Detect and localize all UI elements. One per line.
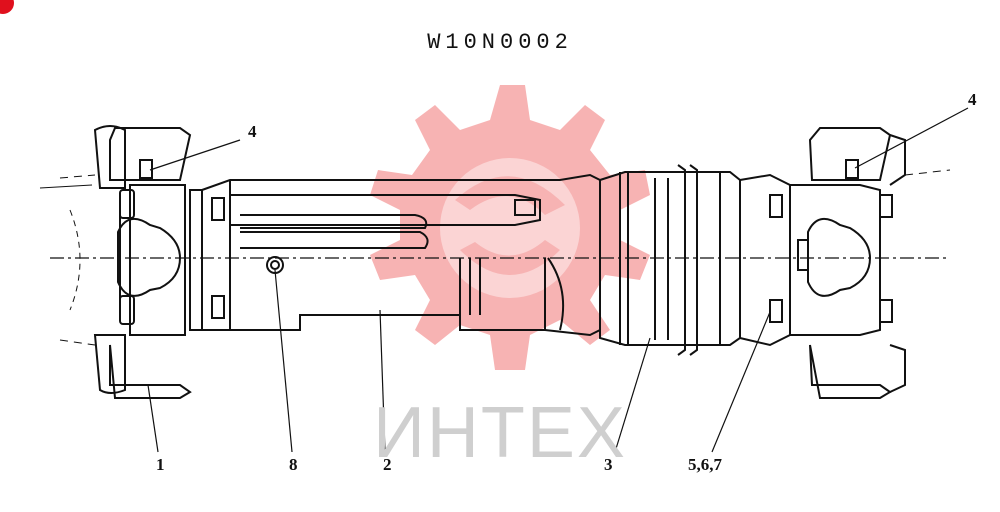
left-yoke: [39, 125, 225, 399]
callout-part-4-left: 4: [248, 122, 257, 141]
drawing-code: W10N0002: [427, 30, 573, 55]
callout-part-4-right: 4: [968, 90, 977, 109]
watermark-text: ИНТЕХ: [373, 393, 627, 473]
callout-part-1: 1: [156, 455, 165, 474]
right-yoke: [769, 127, 951, 399]
callout-part-2: 2: [383, 455, 392, 474]
slip-yoke-tube: [201, 173, 601, 337]
leader-lines: [147, 107, 969, 453]
callout-part-3: 3: [604, 455, 613, 474]
callout-part-5-6-7: 5,6,7: [688, 455, 722, 474]
callout-part-8: 8: [289, 455, 298, 474]
corner-red-mark: [0, 0, 14, 14]
center-tube: [599, 164, 791, 356]
